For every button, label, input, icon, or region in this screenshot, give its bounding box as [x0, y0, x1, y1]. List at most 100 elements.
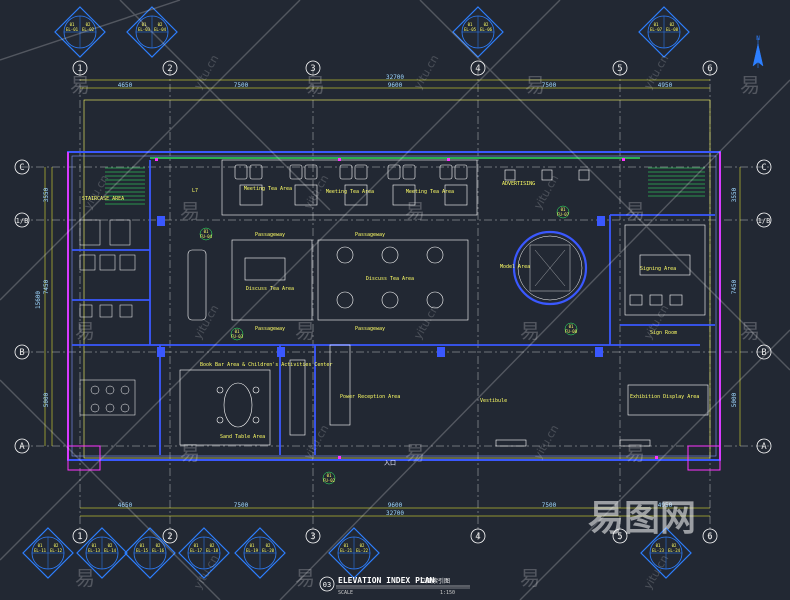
vestibule-label: Vestibule — [480, 398, 507, 404]
svg-text:EL-13: EL-13 — [88, 548, 101, 553]
svg-text:FU-08: FU-08 — [565, 329, 578, 334]
svg-text:FU-02: FU-02 — [323, 478, 336, 483]
index-symbol-bottom-3: 01 EL-15 02 EL-16 — [124, 527, 176, 579]
dimension-text-right: 3550 7450 5000 — [731, 167, 741, 446]
svg-text:yitu.cn: yitu.cn — [301, 423, 331, 462]
brand-watermark: 易图网 — [588, 498, 696, 539]
grid-bubble-6: 6 — [702, 60, 718, 76]
svg-text:易: 易 — [625, 441, 645, 465]
index-symbols-bottom: 01 EL-11 02 EL-12 01 EL-13 02 EL-14 01 E… — [22, 527, 692, 579]
svg-text:EL-01: EL-01 — [66, 27, 79, 32]
svg-text:02: 02 — [266, 543, 271, 548]
svg-text:yitu.cn: yitu.cn — [191, 303, 221, 342]
svg-text:7450: 7450 — [731, 279, 738, 294]
svg-text:32700: 32700 — [386, 74, 404, 81]
svg-text:易: 易 — [520, 319, 540, 343]
svg-text:7500: 7500 — [234, 82, 249, 89]
svg-text:易: 易 — [740, 319, 760, 343]
svg-text:02: 02 — [484, 22, 489, 27]
svg-text:EL-12: EL-12 — [50, 548, 63, 553]
svg-text:9600: 9600 — [388, 502, 403, 509]
svg-text:EL-05: EL-05 — [464, 27, 477, 32]
svg-text:yitu.cn: yitu.cn — [531, 173, 561, 212]
row-bubble-c-left: C — [14, 159, 30, 175]
signing-room — [624, 224, 706, 316]
svg-text:EL-18: EL-18 — [206, 548, 219, 553]
svg-text:5000: 5000 — [43, 392, 50, 407]
svg-text:Meeting Tea Area: Meeting Tea Area — [326, 189, 374, 195]
grid-bubble-6b: 6 — [702, 528, 718, 544]
exterior-walls — [67, 151, 721, 471]
index-symbol-bottom-6: 01 EL-21 02 EL-22 — [328, 527, 380, 579]
svg-text:01: 01 — [468, 22, 473, 27]
roof-outline — [83, 99, 711, 459]
svg-text:EL-23: EL-23 — [652, 548, 665, 553]
dimension-text-left: 3550 7450 15600 5000 — [35, 167, 53, 446]
dimension-text-top: 4650 7500 9600 7500 4950 32700 — [118, 74, 673, 89]
svg-text:EL-08: EL-08 — [666, 27, 679, 32]
svg-text:7450: 7450 — [43, 279, 50, 294]
grid-bubbles-top: 1 2 3 4 5 6 — [72, 60, 718, 76]
svg-text:4650: 4650 — [118, 82, 133, 89]
row-bubbles: C 1/B B A C 1/B B A — [14, 159, 772, 454]
svg-text:1: 1 — [77, 532, 82, 542]
svg-text:3550: 3550 — [43, 187, 50, 202]
svg-text:01: 01 — [561, 207, 566, 212]
svg-text:yitu.cn: yitu.cn — [531, 423, 561, 462]
title-text: ELEVATION INDEX PLAN — [338, 576, 435, 585]
interior-walls — [72, 160, 715, 455]
svg-text:1/B: 1/B — [758, 217, 771, 225]
svg-text:EL-24: EL-24 — [668, 548, 681, 553]
svg-text:易: 易 — [295, 319, 315, 343]
discuss-tea-areas — [187, 239, 469, 321]
row-bubble-b-right: B — [756, 344, 772, 360]
svg-text:01: 01 — [204, 229, 209, 234]
svg-text:EL-16: EL-16 — [152, 548, 165, 553]
svg-text:FU-04: FU-04 — [200, 234, 213, 239]
svg-text:2: 2 — [167, 532, 172, 542]
north-arrow-icon: N — [752, 35, 764, 68]
svg-text:EL-19: EL-19 — [246, 548, 259, 553]
row-bubble-c-right: C — [756, 159, 772, 175]
svg-text:1/B: 1/B — [16, 217, 29, 225]
svg-text:Discuss Tea Area: Discuss Tea Area — [246, 286, 294, 292]
stairs-left — [105, 167, 145, 205]
left-service-rooms — [79, 219, 136, 416]
svg-text:N: N — [756, 35, 760, 42]
svg-text:EL-02: EL-02 — [82, 27, 95, 32]
svg-text:02: 02 — [670, 22, 675, 27]
title-number: 03 — [323, 581, 331, 589]
grid-bubble-3: 3 — [305, 60, 321, 76]
index-symbol-bottom-5: 01 EL-19 02 EL-20 — [234, 527, 286, 579]
index-symbol-bottom-7: 01 EL-23 02 EL-24 — [640, 527, 692, 579]
svg-text:易: 易 — [295, 566, 315, 590]
title-block: 03 ELEVATION INDEX PLAN 立面索引图 SCALE 1:15… — [319, 576, 470, 596]
watermark-layer: 易 易 易 易 易 易 易 易 易 易 易 易 易 易 易 易 易 yitu.c… — [70, 53, 760, 592]
svg-text:Passageway: Passageway — [355, 326, 385, 332]
stairs-right — [648, 167, 705, 197]
grid-bubble-2: 2 — [162, 60, 178, 76]
grid-bubble-4b: 4 — [470, 528, 486, 544]
svg-text:Passageway: Passageway — [255, 232, 285, 238]
exhibition-label: Exhibition Display Area — [630, 394, 699, 400]
svg-text:易: 易 — [740, 73, 760, 97]
svg-text:EL-20: EL-20 — [262, 548, 275, 553]
kids-area-label: Book Bar Area & Children's Activities Ce… — [200, 362, 332, 368]
svg-text:02: 02 — [672, 543, 677, 548]
svg-text:Passageway: Passageway — [355, 232, 385, 238]
svg-text:01: 01 — [38, 543, 43, 548]
svg-text:02: 02 — [360, 543, 365, 548]
svg-text:3550: 3550 — [731, 187, 738, 202]
svg-text:7500: 7500 — [542, 82, 557, 89]
svg-text:B: B — [761, 348, 766, 358]
power-label: Power Reception Area — [340, 394, 400, 400]
svg-text:FU-07: FU-07 — [557, 212, 570, 217]
row-bubble-b-left: B — [14, 344, 30, 360]
grid-bubble-5b: 5 — [612, 528, 628, 544]
